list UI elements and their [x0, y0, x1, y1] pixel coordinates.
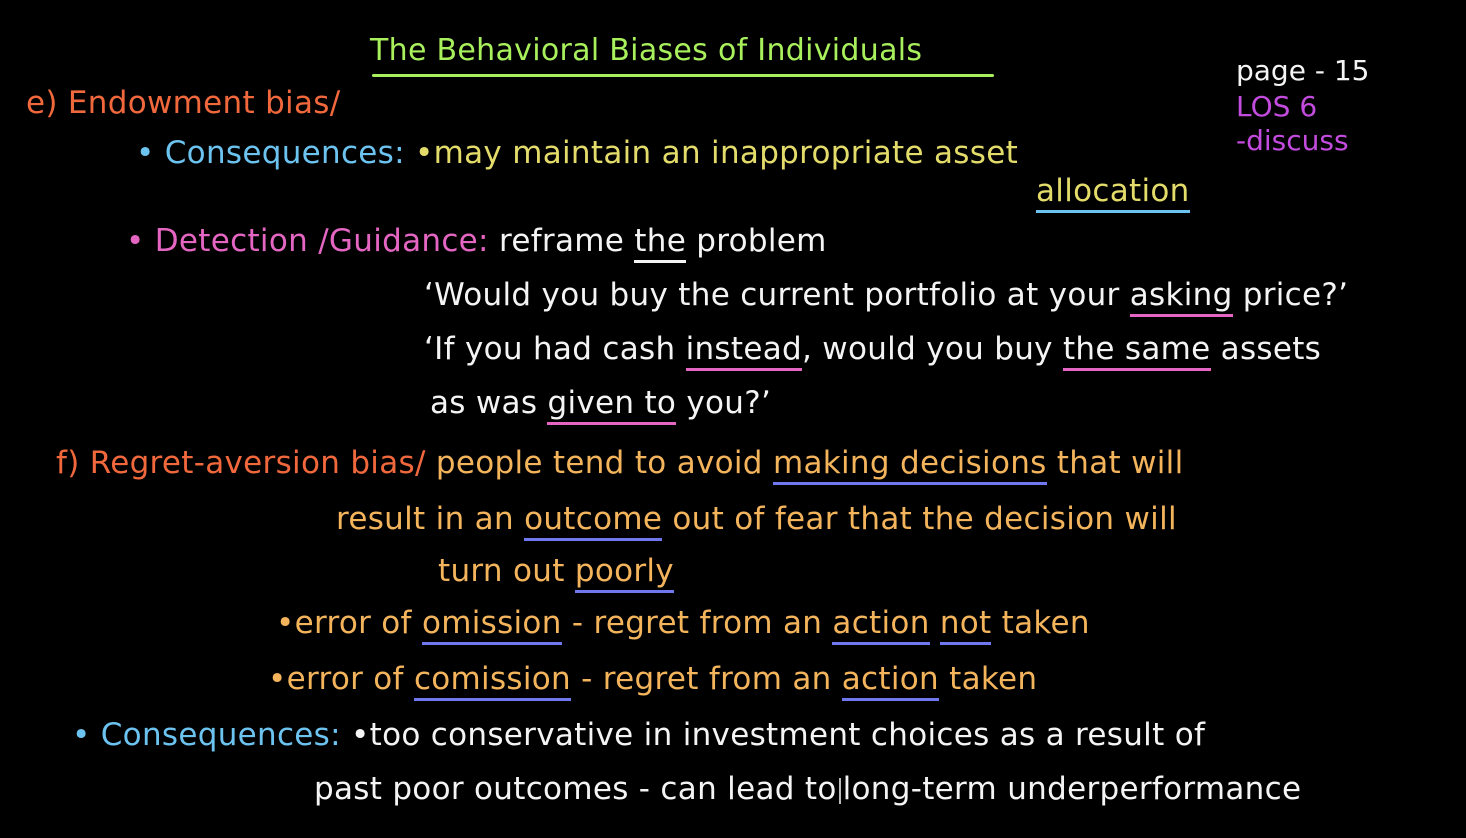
regret-consequences-text2-pre: past poor outcomes - can lead to	[314, 771, 837, 807]
regret-def-line2: result in an outcome out of fear that th…	[336, 501, 1177, 541]
q2-mid: , would you buy	[801, 331, 1053, 367]
regret-def-line2-pre: result in an	[336, 501, 514, 537]
detection-text-underlined: the	[634, 223, 687, 263]
page-title: The Behavioral Biases of Individuals	[370, 33, 923, 68]
regret-consequences-line1: • Consequences: •too conservative in inv…	[72, 718, 1205, 752]
regret-def-line1-pre: people tend to avoid	[435, 445, 763, 481]
commission-mid: - regret from an	[581, 661, 832, 697]
q1-post: price?’	[1242, 277, 1349, 313]
los-note: LOS 6	[1236, 90, 1318, 123]
omission-word: omission	[421, 605, 562, 645]
endowment-consequences-label: • Consequences:	[136, 135, 405, 171]
title-underline	[372, 74, 994, 77]
endowment-consequences-line2: allocation	[1036, 173, 1190, 213]
regret-def-line3: turn out poorly	[438, 553, 674, 593]
endowment-detection-label: • Detection /Guidance:	[126, 223, 489, 259]
q1-pre: ‘Would you buy the current portfolio at …	[424, 277, 1120, 313]
omission-pre: •error of	[276, 605, 412, 641]
q3-underlined: given to	[547, 385, 677, 425]
q3-post: you?’	[686, 385, 772, 421]
regret-heading-line: f) Regret-aversion bias/ people tend to …	[56, 445, 1184, 485]
omission-action-word: action	[832, 605, 930, 645]
endowment-consequences-line: • Consequences: •may maintain an inappro…	[136, 136, 1018, 170]
detection-question-2: ‘If you had cash instead, would you buy …	[424, 331, 1322, 371]
discuss-note: -discuss	[1236, 124, 1349, 157]
endowment-consequences-text: •may maintain an inappropriate asset	[415, 135, 1019, 171]
detection-text-pre: reframe	[498, 223, 625, 259]
q3-pre: as was	[430, 385, 538, 421]
error-of-commission-line: •error of comission - regret from an act…	[268, 661, 1038, 701]
detection-text-post: problem	[696, 223, 827, 259]
commission-post: taken	[949, 661, 1038, 697]
q2-pre: ‘If you had cash	[424, 331, 676, 367]
omission-not-word: not	[939, 605, 992, 645]
endowment-detection-line: • Detection /Guidance: reframe the probl…	[126, 223, 827, 263]
regret-def-line1-post: that will	[1056, 445, 1184, 481]
q2-underlined-same: the same	[1062, 331, 1211, 371]
q1-underlined: asking	[1129, 277, 1233, 317]
detection-question-1: ‘Would you buy the current portfolio at …	[424, 277, 1349, 317]
endowment-heading: e) Endowment bias/	[26, 85, 341, 121]
regret-consequences-text1: •too conservative in investment choices …	[351, 717, 1206, 753]
regret-heading: f) Regret-aversion bias/	[56, 445, 426, 481]
omission-post: taken	[1001, 605, 1090, 641]
commission-word: comission	[413, 661, 571, 701]
regret-def-line2-underlined: outcome	[524, 501, 663, 541]
text-cursor-icon	[838, 777, 841, 804]
regret-def-line3-pre: turn out	[438, 553, 565, 589]
regret-def-line3-underlined: poorly	[574, 553, 674, 593]
regret-consequences-label: • Consequences:	[72, 717, 341, 753]
page-number-note: page - 15	[1236, 54, 1370, 87]
allocation-word: allocation	[1036, 173, 1190, 213]
q2-underlined-instead: instead	[685, 331, 802, 371]
commission-action-word: action	[841, 661, 939, 701]
regret-consequences-text2-post: long-term underperformance	[842, 771, 1302, 807]
detection-question-3: as was given to you?’	[430, 385, 772, 425]
omission-mid: - regret from an	[571, 605, 823, 641]
q2-post: assets	[1220, 331, 1322, 367]
commission-pre: •error of	[268, 661, 404, 697]
error-of-omission-line: •error of omission - regret from an acti…	[276, 605, 1090, 645]
regret-def-line1-underlined: making decisions	[772, 445, 1047, 485]
regret-def-line2-post: out of fear that the decision will	[672, 501, 1177, 537]
